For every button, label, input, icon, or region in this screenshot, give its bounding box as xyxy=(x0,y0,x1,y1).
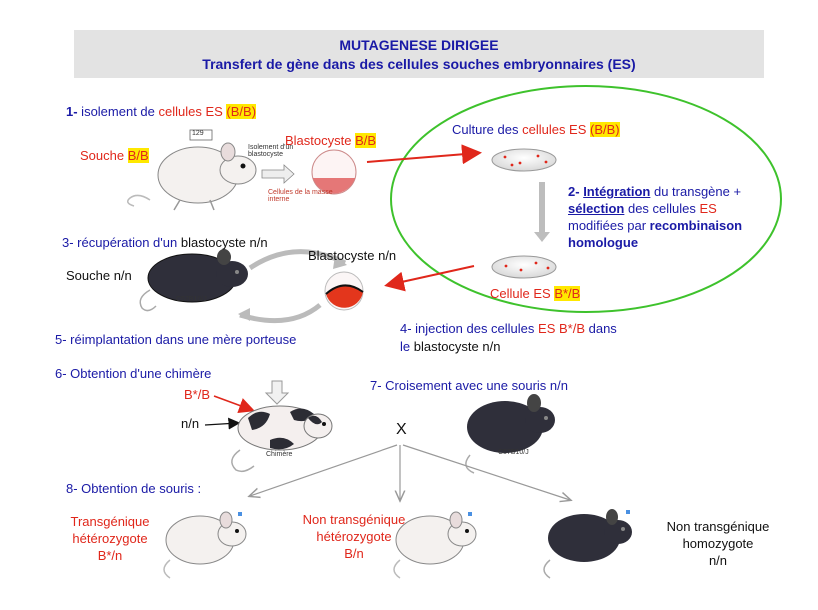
step-4-line-2: le blastocyste n/n xyxy=(400,339,500,355)
arrow-bstar xyxy=(213,395,256,414)
chimera-mouse-image xyxy=(231,405,333,473)
step-2-line-4: homologue xyxy=(568,235,639,250)
chimere-tag: Chimère xyxy=(266,451,293,458)
offspring-3-line-1: Non transgénique xyxy=(666,519,770,534)
offspring-3-line-2: homozygote xyxy=(682,536,754,551)
step-2-selection-rest: des cellules xyxy=(624,201,700,216)
step-2-es: ES xyxy=(699,201,717,216)
arrow-offspring-1 xyxy=(250,444,398,496)
offspring-1-line-3: B*/n xyxy=(97,548,123,563)
c57-tag-right: C57B10/J xyxy=(498,449,529,456)
c57-tag: C57B10/J xyxy=(176,296,207,303)
offspring-mouse-1-image xyxy=(163,511,247,579)
step-3-rest: blastocyste n/n xyxy=(180,235,268,250)
step-7-label: 7- Croisement avec une souris n/n xyxy=(370,378,568,393)
mouse-129-tag: 129 xyxy=(192,130,204,137)
step-2-recombinaison: recombinaison xyxy=(649,218,743,233)
chimere-nn-label: n/n xyxy=(181,416,200,431)
mouse-c57-image xyxy=(139,249,248,312)
souche-bb-text: Souche xyxy=(80,148,128,163)
step-2-modifiees: modifiées par xyxy=(568,218,650,233)
culture-genotype: (B/B) xyxy=(590,122,620,137)
arrow-to-culture xyxy=(366,144,482,165)
cellule-es-text: Cellule ES xyxy=(490,286,555,301)
blastocyst-nn-image xyxy=(324,271,364,311)
offspring-2-line-3: B/n xyxy=(344,546,364,561)
step-2-line-1: 2- Intégration du transgène + xyxy=(568,184,741,200)
step-1-genotype: (B/B) xyxy=(226,104,257,119)
step-1-text: isolement de xyxy=(77,104,159,119)
offspring-mouse-3-image xyxy=(543,509,632,579)
blastocyst-bb-image xyxy=(311,149,357,195)
cycle-arrow-bottom xyxy=(239,303,322,324)
arrow-offspring-3 xyxy=(402,444,570,500)
step-1-number: 1- xyxy=(66,104,78,119)
step-6-label: 6- Obtention d'une chimère xyxy=(55,366,212,381)
cycle-arrow-top xyxy=(248,249,347,271)
step-2-selection: sélection xyxy=(568,201,625,216)
arrow-injection xyxy=(384,265,475,292)
offspring-1-label: Transgénique hétérozygote B*/n xyxy=(50,513,170,564)
step-8-label: 8- Obtention de souris : xyxy=(66,481,202,496)
step-5-label: 5- réimplantation dans une mère porteuse xyxy=(55,332,297,347)
page-subtitle: Transfert de gène dans des cellules souc… xyxy=(202,56,636,72)
chimere-genotype-label: B*/B xyxy=(184,387,211,402)
culture-cells: cellules ES xyxy=(522,122,591,137)
step-4-dans: dans xyxy=(585,321,617,336)
blastocyste-bb-label: Blastocyste B/B xyxy=(285,133,377,149)
step-4-blastocyste: blastocyste n/n xyxy=(413,339,501,354)
petri-dish-top xyxy=(491,148,557,172)
offspring-mouse-2-image xyxy=(393,511,477,579)
step-4-cells: ES B*/B xyxy=(538,321,585,336)
title-banner: MUTAGENESE DIRIGEE Transfert de gène dan… xyxy=(74,30,764,78)
selection-arrow xyxy=(534,182,550,242)
petri-dish-bottom xyxy=(491,255,557,279)
step-4-text: 4- injection des cellules xyxy=(400,321,539,336)
step-2-line-3: modifiées par recombinaison xyxy=(568,218,742,234)
offspring-1-line-2: hétérozygote xyxy=(72,531,148,546)
mouse-c57-right-image xyxy=(465,394,555,474)
isolement-caption: Isolement d'un blastocyste xyxy=(248,144,294,158)
blastocyste-bb-genotype: B/B xyxy=(355,133,377,148)
step-2-integration-rest: du transgène + xyxy=(650,184,742,199)
souche-bb-genotype: B/B xyxy=(127,148,149,163)
cellule-es-label: Cellule ES B*/B xyxy=(490,286,581,302)
step-1-cells: cellules ES xyxy=(158,104,227,119)
step-3-text: 3- récupération d'un xyxy=(62,235,181,250)
offspring-1-line-1: Transgénique xyxy=(70,514,150,529)
es-culture-ellipse xyxy=(390,85,782,313)
step-2-line-2: sélection des cellules ES xyxy=(568,201,717,217)
step-3-label: 3- récupération d'un blastocyste n/n xyxy=(62,235,268,251)
cross-symbol: X xyxy=(396,421,407,438)
masse-interne-caption: Cellules de la masse interne xyxy=(268,189,333,203)
offspring-2-line-1: Non transgénique xyxy=(302,512,406,527)
blastocyste-nn-label: Blastocyste n/n xyxy=(308,248,397,263)
step-4-line-1: 4- injection des cellules ES B*/B dans xyxy=(400,321,617,337)
blastocyste-bb-text: Blastocyste xyxy=(285,133,356,148)
culture-text: Culture des xyxy=(452,122,523,137)
step-2-integration: Intégration xyxy=(583,184,651,199)
cellule-es-genotype: B*/B xyxy=(554,286,581,301)
culture-label: Culture des cellules ES (B/B) xyxy=(452,122,620,138)
page-title: MUTAGENESE DIRIGEE xyxy=(339,37,499,53)
isolement-arrow xyxy=(261,164,295,184)
arrow-nn xyxy=(204,417,241,430)
step-4-le: le xyxy=(400,339,414,354)
step-1-label: 1- isolement de cellules ES (B/B) xyxy=(66,104,257,120)
mouse-129-image xyxy=(127,129,257,211)
step-2-number: 2- xyxy=(568,184,580,199)
souche-bb-label: Souche B/B xyxy=(80,148,149,164)
offspring-3-line-3: n/n xyxy=(708,553,728,568)
offspring-2-label: Non transgénique hétérozygote B/n xyxy=(290,511,418,562)
offspring-3-label: Non transgénique homozygote n/n xyxy=(654,518,782,569)
offspring-2-line-2: hétérozygote xyxy=(316,529,392,544)
souche-nn-label: Souche n/n xyxy=(66,268,132,283)
chimera-down-arrow xyxy=(264,380,290,405)
